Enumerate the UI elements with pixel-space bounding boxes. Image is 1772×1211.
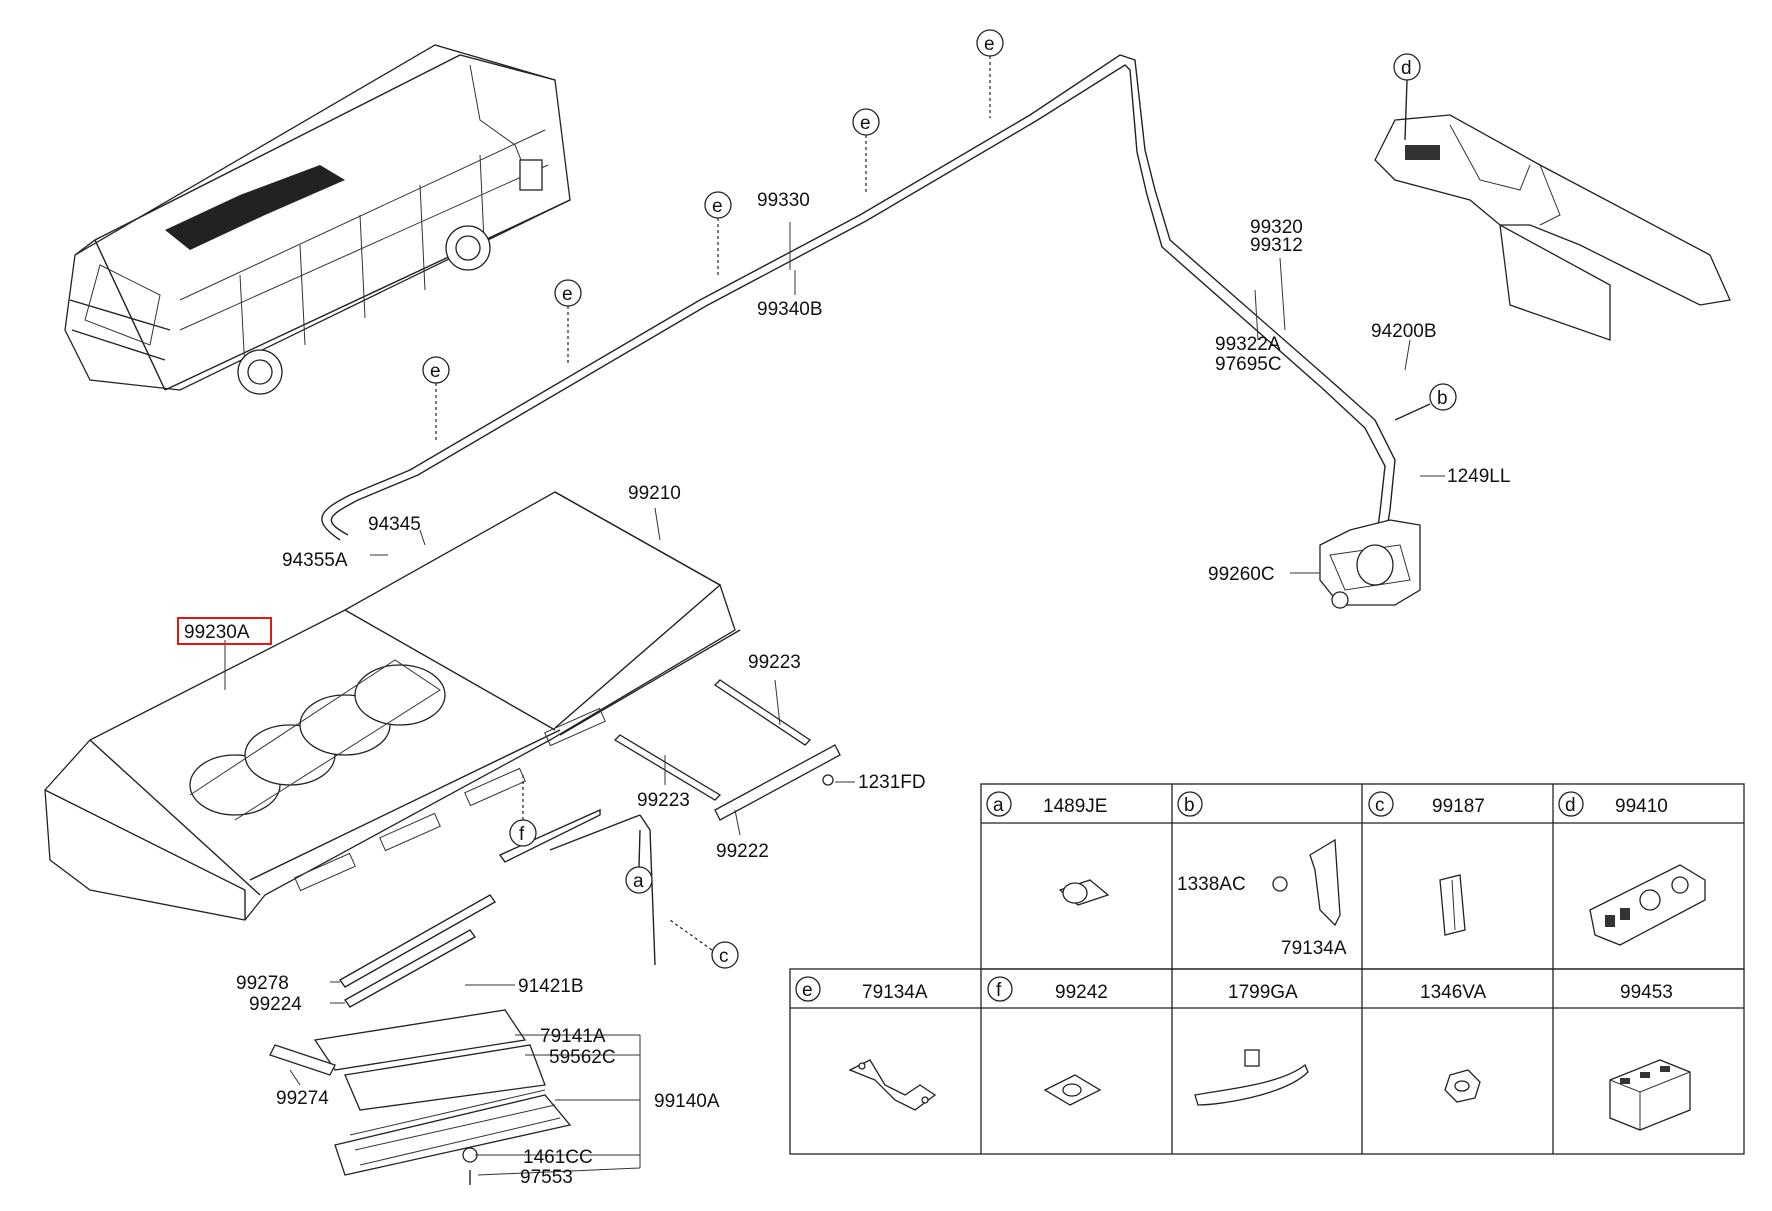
legend-e-part: 79134A [862,982,928,1003]
label-99322A: 99322A [1215,334,1281,355]
label-99320: 99320 [1250,217,1303,238]
ref-e-1: e [430,361,441,382]
ref-e-4: e [860,113,871,134]
label-99260C: 99260C [1208,564,1275,585]
legend-f-part: 99242 [1055,982,1108,1003]
legend-b-sublabel-2: 79134A [1281,938,1347,959]
label-1461CC: 1461CC [523,1147,593,1168]
reference-markers: e e e e e d b f a c [422,29,1457,969]
label-99278: 99278 [236,973,289,994]
label-91421B: 91421B [518,976,584,997]
label-1231FD: 1231FD [858,772,926,793]
ref-d: d [1401,58,1412,79]
legend-a-letter: a [993,795,1004,816]
roof-ac-unit-shape [165,165,345,250]
callout-labels: 99210 99230A 94345 94355A 99330 99340B 9… [177,190,1510,1188]
legend-c-part: 99187 [1432,796,1485,817]
label-94355A: 94355A [282,550,348,571]
legend-b-letter: b [1184,795,1195,816]
ref-a: a [633,871,644,892]
legend-d-drawing [1589,864,1706,946]
label-99274: 99274 [276,1088,329,1109]
legend-f-letter: f [996,980,1002,1001]
label-99224: 99224 [249,994,302,1015]
ref-e-5: e [984,34,995,55]
legend-a-part: 1489JE [1043,796,1107,817]
hose-lines [321,54,1396,541]
highlight-box [177,617,272,645]
bus-illustration [64,44,571,395]
legend-b-sublabel-1: 1338AC [1177,874,1246,895]
legend-99453-part: 99453 [1620,982,1673,1003]
label-99340B: 99340B [757,299,823,320]
label-99223-b: 99223 [637,790,690,811]
legend-c-drawing [1439,874,1466,936]
ref-e-2: e [562,284,573,305]
legend-e-letter: e [802,980,813,1001]
ref-f: f [519,824,525,845]
legend-99453-drawing [1609,1059,1691,1131]
dashboard [1374,114,1731,341]
legend-e-drawing [848,1059,937,1111]
ref-b: b [1437,388,1448,409]
label-59562C: 59562C [549,1047,616,1068]
legend-d-part: 99410 [1615,796,1668,817]
label-99210: 99210 [628,483,681,504]
compressor [1319,519,1421,609]
legend-1346VA-drawing [1444,1069,1481,1103]
label-99230A: 99230A [184,622,250,643]
legend-1346VA-part: 1346VA [1420,982,1487,1003]
ref-e-3: e [712,196,723,217]
label-99330: 99330 [757,190,810,211]
legend-table: a 1489JE b c 99187 d 99410 1338AC 79134A [789,783,1745,1155]
legend-1799GA-part: 1799GA [1228,982,1298,1003]
lower-parts [269,679,841,1185]
label-1249LL: 1249LL [1447,466,1510,487]
label-94200B: 94200B [1371,321,1437,342]
leader-lines [224,222,1445,1176]
roof-ac-unit [44,491,741,921]
label-97553: 97553 [520,1167,573,1188]
label-79141A: 79141A [540,1026,606,1047]
legend-1799GA-drawing [1194,1049,1309,1106]
ref-c: c [719,946,729,967]
label-97695C: 97695C [1215,354,1282,375]
legend-d-letter: d [1565,795,1576,816]
legend-c-letter: c [1375,795,1385,816]
label-99223-a: 99223 [748,652,801,673]
legend-f-drawing [1043,1074,1102,1106]
legend-a-drawing [1058,879,1110,906]
label-99312: 99312 [1250,235,1303,256]
label-94345: 94345 [368,514,421,535]
label-99222: 99222 [716,841,769,862]
legend-b-drawing [1272,838,1341,927]
label-99140A: 99140A [654,1091,720,1112]
